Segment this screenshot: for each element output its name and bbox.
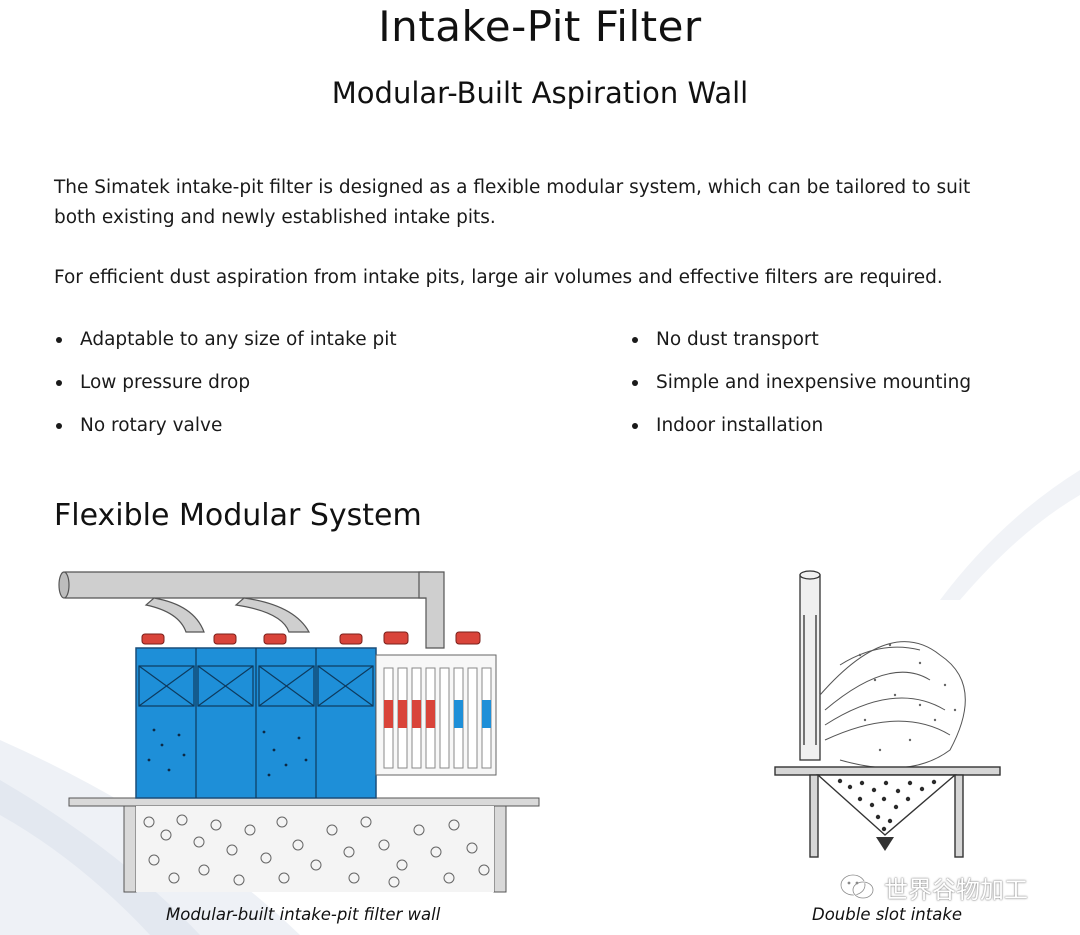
figure-caption-left: Modular-built intake-pit filter wall [166, 905, 441, 924]
figure-caption-right: Double slot intake [812, 905, 963, 924]
double-slot-intake-illustration [774, 570, 1001, 858]
list-item: Indoor installation [630, 411, 971, 454]
grain-fill [837, 778, 937, 832]
feature-list-right: No dust transport Simple and inexpensive… [630, 325, 971, 454]
list-item: Adaptable to any size of intake pit [54, 325, 397, 368]
page-title: Intake-Pit Filter [378, 2, 702, 51]
watermark: 世界谷物加工 [838, 870, 1028, 904]
filter-modules [135, 647, 377, 799]
page-subtitle: Modular-Built Aspiration Wall [331, 76, 749, 110]
overhead-duct [58, 571, 445, 649]
down-arrow-icon [876, 837, 894, 851]
valve-row [141, 631, 481, 645]
dust-cloud [819, 641, 966, 769]
list-item: No rotary valve [54, 411, 397, 454]
list-item: No dust transport [630, 325, 971, 368]
watermark-text: 世界谷物加工 [884, 875, 1028, 904]
intake-duct [799, 570, 821, 761]
list-item: Low pressure drop [54, 368, 397, 411]
filter-wall-illustration [58, 571, 540, 893]
wechat-icon [839, 873, 875, 900]
filter-cutaway [375, 654, 497, 776]
intro-paragraph: The Simatek intake-pit filter is designe… [54, 177, 971, 228]
requirement-paragraph: For efficient dust aspiration from intak… [54, 267, 943, 288]
grain-pile [136, 806, 494, 892]
section-heading: Flexible Modular System [54, 498, 422, 533]
list-item: Simple and inexpensive mounting [630, 368, 971, 411]
dust-particles [858, 643, 957, 752]
feature-list-left: Adaptable to any size of intake pit Low … [54, 325, 397, 454]
